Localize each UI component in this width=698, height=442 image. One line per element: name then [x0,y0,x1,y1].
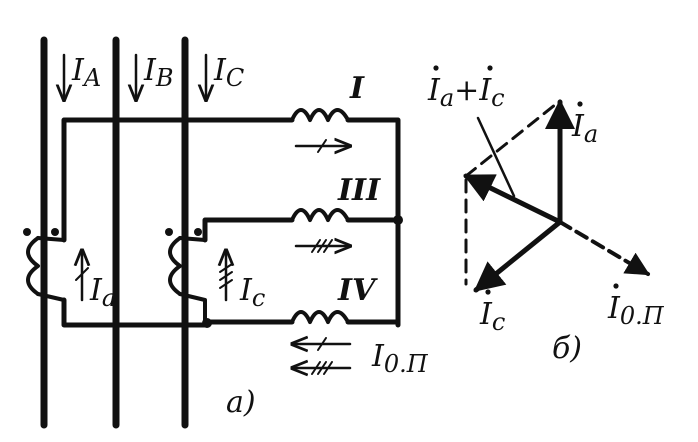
junction-dot [393,215,403,225]
relay-label-4: IV [337,273,378,308]
phasor-zero-seq [558,220,651,276]
construction-line-diagonal [464,102,558,178]
ct-coil-c [168,236,182,296]
phasor-sum [463,173,563,225]
wire-middle [202,217,295,243]
wire-top [61,117,295,243]
relay-label-1: I [349,71,365,106]
ct-c-polarity-dot [165,228,173,236]
dot-accent [577,101,583,107]
phasor-ia-label: Ia [571,109,598,148]
ct-a-polarity-dot [23,228,31,236]
caption-a: a) [226,385,256,420]
zero-seq-label: I0.П [371,339,429,378]
dot-accent [433,65,439,71]
ct-coil-a [26,236,40,296]
phasor-diagram-b: Ia+Ic Ia Ic I0.П б) [427,65,665,366]
relay-coil-4 [290,310,350,324]
phasor-zero-seq-label: I0.П [607,291,665,330]
caption-b: б) [552,331,582,366]
relay-coil-3 [290,208,350,222]
relay-label-3: III [337,173,381,208]
dot-accent [487,65,493,71]
dot-accent [613,283,619,289]
phasor-ic [473,219,563,293]
dot-accent [485,289,491,295]
ct-a-polarity-dot [51,228,59,236]
wire-bottom [61,297,208,328]
ct-c-polarity-dot [194,228,202,236]
relay-coil-1 [290,108,350,122]
sum-label-leader [476,116,516,198]
phase-a-current-label: IA [71,53,101,92]
phase-b-current-label: IB [143,53,174,92]
ct-c-current-label: Ic [239,273,265,312]
sum-label: Ia+Ic [427,73,505,112]
phase-c-current-label: IC [213,53,244,92]
phasor-ic-label: Ic [479,297,505,336]
circuit-a: IA IB IC I III IV [23,36,429,429]
ct-a-current-label: Ia [89,273,116,312]
